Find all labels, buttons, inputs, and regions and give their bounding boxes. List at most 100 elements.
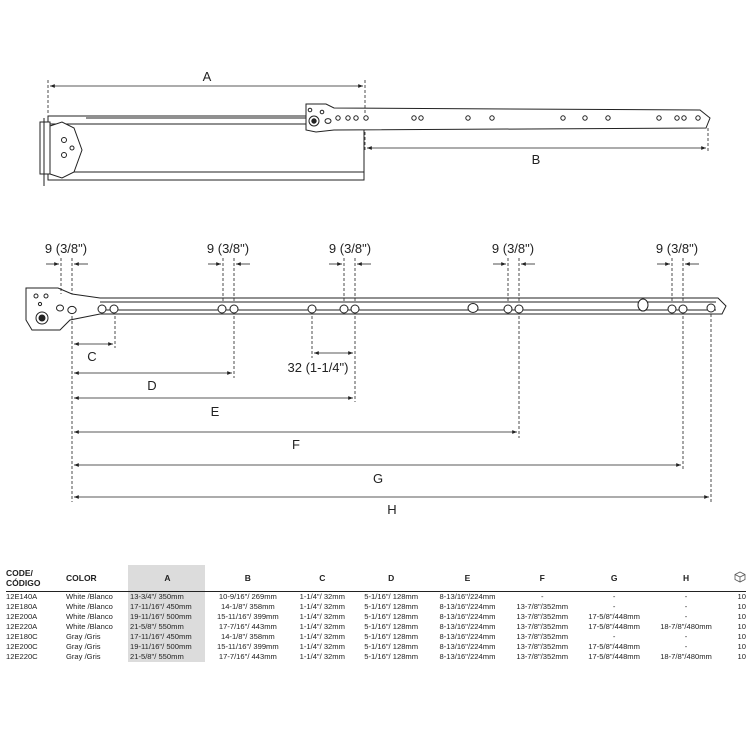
cell-f: - <box>541 592 544 601</box>
cell-e: 8-13/16"/224mm <box>439 592 496 601</box>
cell-b: 15-11/16"/ 399mm <box>217 642 279 651</box>
label-e: E <box>211 404 220 419</box>
slide-diagram: A B <box>25 69 727 517</box>
cell-d: 5-1/16"/ 128mm <box>364 652 419 661</box>
label-f: F <box>292 437 300 452</box>
header-g: G <box>610 573 618 583</box>
cell-code: 12E220A <box>6 622 38 631</box>
cell-f: 13-7/8"/352mm <box>516 632 569 641</box>
cell-d: 5-1/16"/ 128mm <box>364 632 419 641</box>
cell-g: - <box>612 632 616 641</box>
cell-color: White /Blanco <box>66 592 113 601</box>
hole-spacing-callouts <box>46 258 699 302</box>
cell-a: 17-11/16"/ 450mm <box>128 602 205 612</box>
cell-code: 12E140A <box>6 592 38 601</box>
cell-c: 1-1/4"/ 32mm <box>299 652 345 661</box>
cell-c: 1-1/4"/ 32mm <box>299 632 345 641</box>
label-spacing-2: 9 (3/8") <box>207 241 249 256</box>
label-a: A <box>203 69 212 84</box>
table-row: 12E180A White /Blanco 17-11/16"/ 450mm 14-1… <box>6 602 746 612</box>
header-e: E <box>464 573 471 583</box>
cell-qty: 10 <box>737 632 746 641</box>
cell-code: 12E180A <box>6 602 38 611</box>
cell-c: 1-1/4"/ 32mm <box>299 642 345 651</box>
cell-c: 1-1/4"/ 32mm <box>299 602 345 611</box>
cell-a: 19-11/16"/ 500mm <box>128 642 205 652</box>
spec-table: CODE/ CÓDIGO COLOR A B C D E F G H 12E14… <box>6 565 746 662</box>
cell-c: 1-1/4"/ 32mm <box>299 612 345 621</box>
cell-e: 8-13/16"/224mm <box>439 642 496 651</box>
cell-h: - <box>684 612 688 621</box>
label-spacing-5: 9 (3/8") <box>656 241 698 256</box>
label-b: B <box>532 152 541 167</box>
cell-e: 8-13/16"/224mm <box>439 622 496 631</box>
cell-color: White /Blanco <box>66 602 113 611</box>
cell-a: 17-11/16"/ 450mm <box>128 632 205 642</box>
dimension-chain <box>71 314 712 502</box>
cell-c: 1-1/4"/ 32mm <box>299 622 345 631</box>
cell-d: 5-1/16"/ 128mm <box>364 622 419 631</box>
cell-b: 15-11/16"/ 399mm <box>217 612 279 621</box>
cell-f: 13-7/8"/352mm <box>516 612 569 621</box>
cell-f: 13-7/8"/352mm <box>516 652 569 661</box>
cell-a: 19-11/16"/ 500mm <box>128 612 205 622</box>
cell-g: - <box>612 592 616 601</box>
cell-f: 13-7/8"/352mm <box>516 622 569 631</box>
cell-h: - <box>684 602 688 611</box>
table-row: 12E200A White /Blanco 19-11/16"/ 500mm 15-1… <box>6 612 746 622</box>
header-code: CODE/ CÓDIGO <box>6 568 41 588</box>
cell-qty: 10 <box>737 612 746 621</box>
cell-code: 12E200C <box>6 642 38 651</box>
label-g: G <box>373 471 383 486</box>
cell-color: White /Blanco <box>66 622 113 631</box>
dimension-b <box>364 128 709 152</box>
label-spacing-3: 9 (3/8") <box>329 241 371 256</box>
label-c: C <box>87 349 96 364</box>
cell-d: 5-1/16"/ 128mm <box>364 612 419 621</box>
cell-b: 17-7/16"/ 443mm <box>218 652 277 661</box>
cell-qty: 10 <box>737 642 746 651</box>
cell-g: 17-5/8"/448mm <box>588 622 640 631</box>
cell-b: 10-9/16"/ 269mm <box>218 592 277 601</box>
cell-h: - <box>684 592 688 601</box>
cell-qty: 10 <box>737 652 746 661</box>
header-c: C <box>319 573 326 583</box>
cell-e: 8-13/16"/224mm <box>439 652 496 661</box>
spec-table-header: CODE/ CÓDIGO COLOR A B C D E F G H <box>6 565 746 592</box>
cell-h: - <box>684 642 688 651</box>
cell-e: 8-13/16"/224mm <box>439 632 496 641</box>
cell-qty: 10 <box>737 602 746 611</box>
box-icon <box>722 565 746 592</box>
header-d: D <box>388 573 395 583</box>
cell-d: 5-1/16"/ 128mm <box>364 642 419 651</box>
cell-color: Gray /Gris <box>66 642 101 651</box>
cell-qty: 10 <box>737 592 746 601</box>
header-h: H <box>682 573 690 583</box>
cell-color: White /Blanco <box>66 612 113 621</box>
cell-e: 8-13/16"/224mm <box>439 602 496 611</box>
label-pitch: 32 (1-1/4") <box>288 360 349 375</box>
cell-e: 8-13/16"/224mm <box>439 612 496 621</box>
rail-side-view <box>25 287 727 331</box>
cell-code: 12E200A <box>6 612 38 621</box>
label-d: D <box>147 378 156 393</box>
cell-qty: 10 <box>737 622 746 631</box>
cell-a: 21-5/8"/ 550mm <box>128 652 205 662</box>
dimension-a <box>47 80 366 114</box>
table-row: 12E200C Gray /Gris 19-11/16"/ 500mm 15-11/1… <box>6 642 746 652</box>
cell-color: Gray /Gris <box>66 632 101 641</box>
cell-g: - <box>612 602 616 611</box>
cell-color: Gray /Gris <box>66 652 101 661</box>
header-color: COLOR <box>66 573 97 583</box>
label-h: H <box>387 502 396 517</box>
cell-code: 12E180C <box>6 632 38 641</box>
cell-b: 14-1/8"/ 358mm <box>220 602 275 611</box>
cell-g: 17-5/8"/448mm <box>588 642 640 651</box>
label-spacing-1: 9 (3/8") <box>45 241 87 256</box>
cell-d: 5-1/16"/ 128mm <box>364 602 419 611</box>
